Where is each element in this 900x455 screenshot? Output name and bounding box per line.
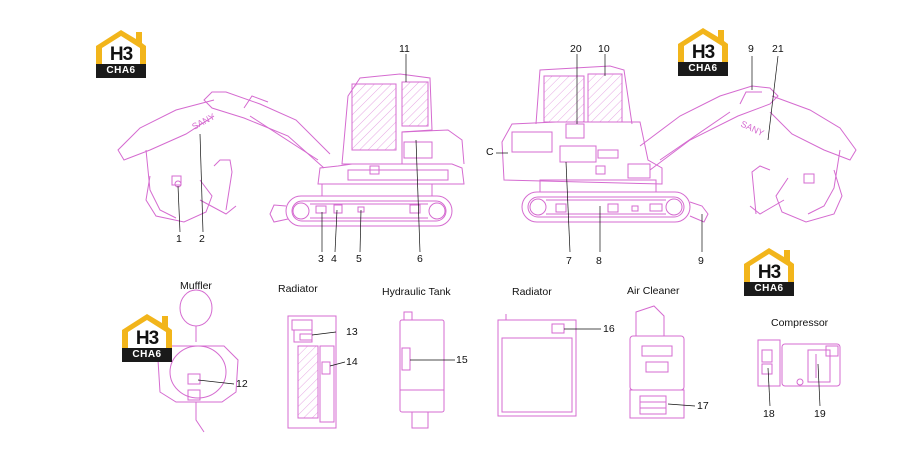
decal-cab-right	[565, 123, 585, 139]
excavator-left: SANY	[117, 73, 465, 227]
house-logo-icon	[122, 314, 172, 362]
logo-text-top: H3	[109, 44, 133, 65]
callout-12: 12	[236, 378, 248, 390]
callout-21: 21	[772, 43, 784, 55]
callout-8: 8	[596, 255, 602, 267]
h3-cha6-logo: H3 CHA6	[740, 244, 798, 298]
arm-left	[117, 99, 215, 161]
h3-cha6-logo: H3 CHA6	[92, 26, 150, 80]
h3-cha6-logo: H3 CHA6	[674, 24, 732, 78]
logo-text-bottom: CHA6	[754, 283, 784, 294]
callout-16: 16	[603, 323, 615, 335]
callout-15: 15	[456, 354, 468, 366]
callout-5: 5	[356, 253, 362, 265]
callout-14: 14	[346, 356, 358, 368]
callout-6: 6	[417, 253, 423, 265]
logo-text-bottom: CHA6	[106, 65, 136, 76]
body-right	[501, 121, 663, 185]
bucket-left	[145, 175, 213, 223]
hydraulic-tank-drawing	[399, 311, 445, 429]
view-letter: C	[486, 146, 494, 158]
logo-text-bottom: CHA6	[688, 63, 718, 74]
house-logo-icon	[744, 248, 794, 296]
callout-3: 3	[318, 253, 324, 265]
callout-11: 11	[399, 43, 410, 55]
cab-plate-right	[559, 145, 597, 163]
logo-text-top: H3	[757, 262, 781, 283]
svg-text:SANY: SANY	[739, 119, 765, 138]
cab-plate-left	[403, 141, 433, 159]
callout-18: 18	[763, 408, 775, 420]
label-radiator-left: Radiator	[278, 283, 318, 295]
callout-2: 2	[199, 233, 205, 245]
radiator-left-drawing	[287, 315, 337, 429]
logo-text-bottom: CHA6	[132, 349, 162, 360]
callout-4: 4	[331, 253, 337, 265]
callout-10: 10	[598, 43, 610, 55]
compressor-drawing	[757, 339, 841, 387]
excavator-right: SANY	[501, 65, 857, 223]
label-hydraulic-tank: Hydraulic Tank	[382, 286, 451, 298]
leader-lines	[177, 54, 821, 407]
radiator-right-drawing	[497, 314, 577, 417]
house-logo-icon	[678, 28, 728, 76]
dozer-blade-left	[269, 204, 289, 223]
logo-text-top: H3	[135, 328, 159, 349]
decal-arm-left	[171, 175, 182, 186]
arm-right	[769, 95, 857, 161]
callout-9-boom: 9	[748, 43, 754, 55]
h3-cha6-logo: H3 CHA6	[118, 310, 176, 364]
label-muffler: Muffler	[180, 280, 212, 292]
house-logo-icon	[96, 30, 146, 78]
callout-20: 20	[570, 43, 582, 55]
dozer-blade-right	[689, 201, 709, 223]
decal-arm-right	[803, 173, 815, 184]
callout-13: 13	[346, 326, 358, 338]
cab-right	[535, 65, 633, 125]
callout-17: 17	[697, 400, 709, 412]
callout-1: 1	[176, 233, 182, 245]
callout-9-right-track: 9	[698, 255, 704, 267]
logo-text-top: H3	[691, 42, 715, 63]
label-air-cleaner: Air Cleaner	[627, 285, 680, 297]
callout-19: 19	[814, 408, 826, 420]
bucket-right	[775, 169, 843, 223]
body-left	[317, 163, 465, 185]
muffler-drawing	[157, 289, 239, 433]
callout-7: 7	[566, 255, 572, 267]
decal-side-right	[595, 165, 606, 175]
decal-cab-side-left	[369, 165, 380, 175]
label-compressor: Compressor	[771, 317, 829, 329]
air-cleaner-drawing	[629, 305, 685, 419]
label-radiator-right: Radiator	[512, 286, 552, 298]
boom-left	[203, 91, 331, 169]
